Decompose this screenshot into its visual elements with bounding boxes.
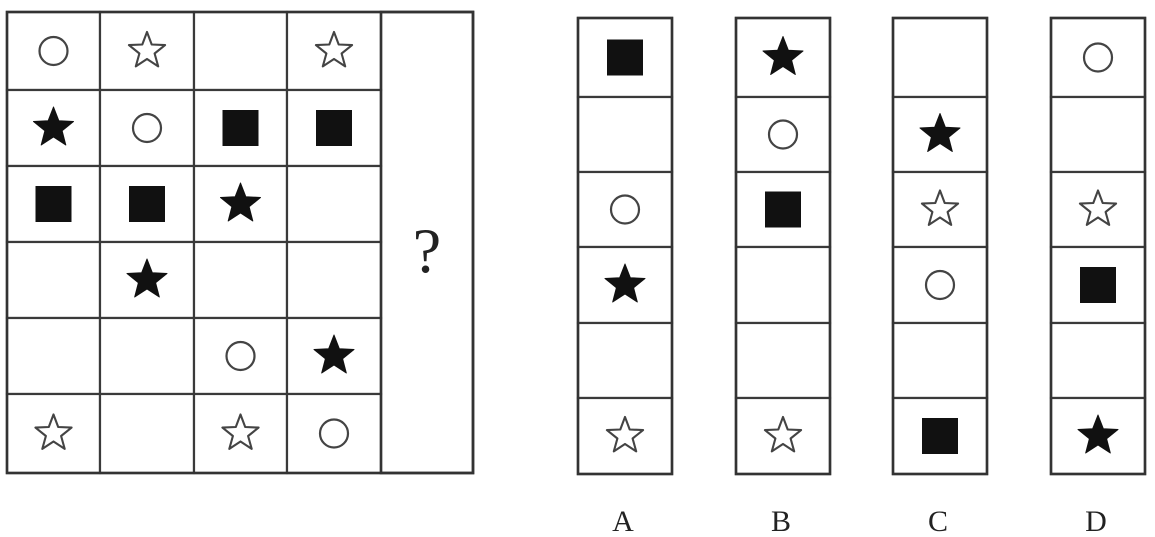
option-a[interactable]: A: [576, 16, 674, 537]
option-c-frame: [891, 16, 989, 476]
grid-c3-r6-cell: [192, 392, 289, 475]
option-a-r1-square-icon: [607, 39, 643, 76]
grid-c1-r6-outline-star-icon: [34, 413, 73, 450]
option-a-r5-box: [576, 321, 674, 400]
option-c-r4-circle-icon: [924, 269, 956, 301]
option-c[interactable]: C: [891, 16, 989, 537]
option-b-label: B: [771, 505, 791, 537]
grid-c2-r6-cell: [98, 392, 196, 475]
grid-c2-r1-cell: [98, 10, 196, 92]
grid-c1-r1-circle-icon: [38, 35, 69, 67]
grid-c4-r6-circle-icon: [318, 418, 350, 449]
grid-c3-r6-outline-star-icon: [221, 413, 260, 450]
option-d-label: D: [1085, 505, 1107, 537]
option-c-r1-box: [891, 16, 989, 99]
option-b-frame: [734, 16, 832, 476]
grid-c2-r4-filled-star-icon: [126, 258, 168, 298]
option-d-r6-filled-star-icon: [1077, 414, 1119, 454]
option-b-r1-filled-star-icon: [762, 36, 804, 75]
grid-c2-r1-outline-star-icon: [127, 30, 167, 68]
grid-c2-r6-box: [98, 392, 196, 475]
grid-c2-r5-box: [98, 316, 196, 396]
grid-c2-r2-cell: [98, 88, 196, 168]
grid-c1-r4-cell: [5, 240, 102, 320]
grid-c3-r2-square-icon: [222, 110, 259, 146]
option-b-r2-circle-icon: [767, 119, 799, 150]
grid-c4-r1-cell: [285, 10, 383, 92]
option-b-r2-box: [734, 95, 832, 174]
grid-c1-r2-cell: [5, 88, 102, 168]
option-a-r2-box: [576, 95, 674, 174]
answer-column-slot: [379, 10, 475, 475]
option-d-r2-box: [1049, 95, 1147, 174]
grid-c3-r3-filled-star-icon: [220, 182, 261, 222]
grid-c1-r5-box: [5, 316, 102, 396]
option-a-r3-circle-icon: [609, 194, 641, 225]
option-b[interactable]: B: [734, 16, 832, 537]
grid-c4-r5-filled-star-icon: [313, 334, 355, 374]
grid-c4-r4-box: [285, 240, 383, 320]
grid-c1-r3-square-icon: [35, 186, 72, 222]
grid-c4-r2-cell: [285, 88, 383, 168]
option-a-frame: [576, 16, 674, 476]
grid-c3-r2-cell: [192, 88, 289, 168]
question-grid: [5, 10, 383, 475]
grid-c1-r5-cell: [5, 316, 102, 396]
option-d-r4-square-icon: [1080, 267, 1116, 303]
option-d[interactable]: D: [1049, 16, 1147, 537]
grid-c4-r1-outline-star-icon: [314, 30, 354, 68]
grid-c2-r3-cell: [98, 164, 196, 244]
grid-c3-r4-cell: [192, 240, 289, 320]
grid-c1-r2-filled-star-icon: [33, 106, 74, 146]
grid-c4-r3-cell: [285, 164, 383, 244]
grid-c2-r5-cell: [98, 316, 196, 396]
option-d-r3-outline-star-icon: [1078, 189, 1118, 226]
grid-c4-r4-cell: [285, 240, 383, 320]
question-mark: ?: [413, 215, 441, 286]
grid-c3-r4-box: [192, 240, 289, 320]
grid-c1-r1-cell: [5, 10, 102, 92]
option-d-r1-circle-icon: [1082, 42, 1114, 73]
grid-c3-r5-cell: [192, 316, 289, 396]
grid-c1-r3-cell: [5, 164, 102, 244]
option-b-r5-box: [734, 321, 832, 400]
grid-c3-r3-cell: [192, 164, 289, 244]
option-c-r2-filled-star-icon: [919, 113, 961, 152]
grid-c4-r5-cell: [285, 316, 383, 396]
option-b-r6-outline-star-icon: [763, 415, 803, 453]
grid-c2-r2-circle-icon: [131, 112, 163, 144]
option-b-r4-box: [734, 245, 832, 325]
option-c-r3-outline-star-icon: [920, 189, 960, 226]
grid-c3-r5-circle-icon: [225, 340, 256, 372]
option-c-r5-box: [891, 321, 989, 400]
grid-c4-r2-square-icon: [316, 110, 352, 146]
option-d-r5-box: [1049, 321, 1147, 400]
grid-c4-r6-cell: [285, 392, 383, 475]
option-c-label: C: [928, 505, 948, 537]
grid-c1-r6-cell: [5, 392, 102, 475]
grid-c1-r4-box: [5, 240, 102, 320]
option-b-r3-square-icon: [765, 191, 801, 228]
grid-c3-r1-box: [192, 10, 289, 92]
answer-options: A B C D: [576, 16, 1147, 537]
grid-c4-r3-box: [285, 164, 383, 244]
grid-c2-r3-square-icon: [129, 186, 165, 222]
option-a-label: A: [612, 505, 634, 537]
option-a-r6-outline-star-icon: [605, 415, 645, 453]
option-d-frame: [1049, 16, 1147, 476]
grid-c2-r4-cell: [98, 240, 196, 320]
option-c-r6-square-icon: [922, 418, 958, 454]
grid-c3-r1-cell: [192, 10, 289, 92]
option-a-r4-filled-star-icon: [604, 263, 646, 303]
